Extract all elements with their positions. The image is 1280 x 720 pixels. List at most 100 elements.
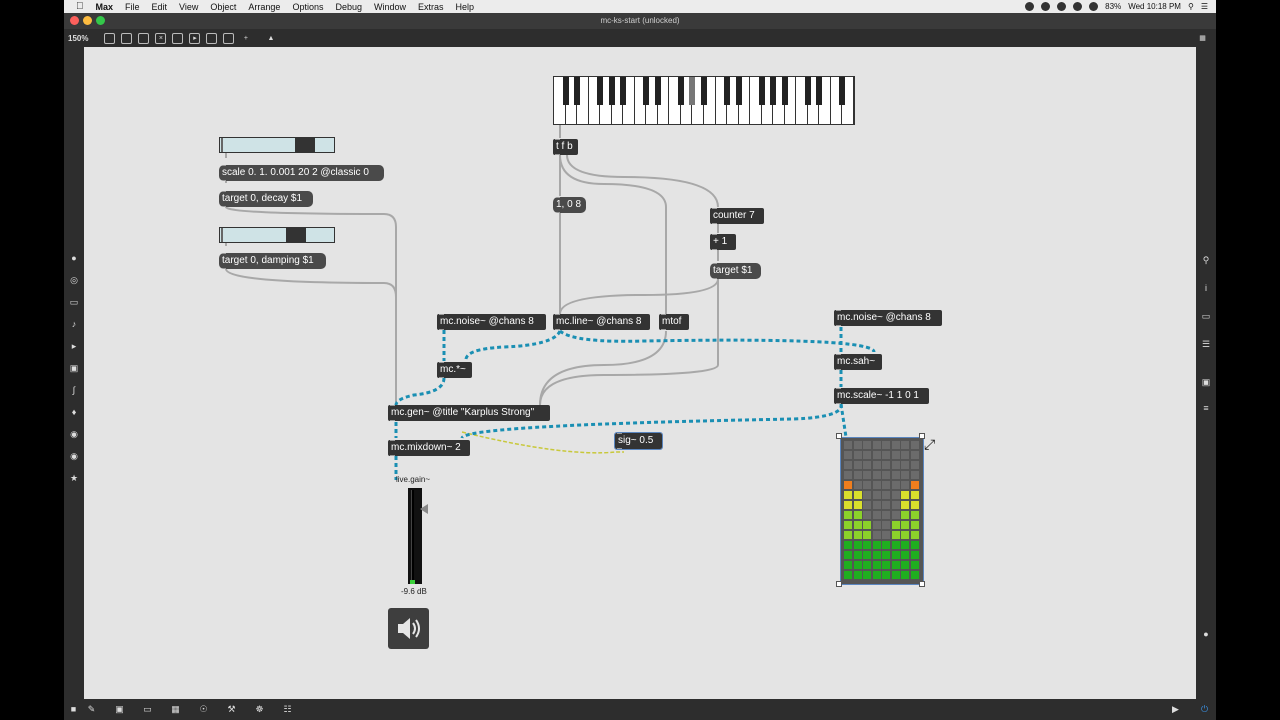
paperclip-icon[interactable]: ∫: [72, 385, 76, 395]
paint-bucket-icon[interactable]: ▲: [267, 34, 275, 42]
clock-icon[interactable]: [223, 32, 235, 44]
keyboard-slider[interactable]: [553, 76, 855, 125]
black-key[interactable]: [839, 77, 846, 105]
black-key[interactable]: [724, 77, 731, 105]
close-icon[interactable]: [70, 16, 79, 25]
clock[interactable]: Wed 10:18 PM: [1128, 2, 1181, 11]
notification-icon[interactable]: ☰: [1200, 2, 1208, 11]
damping-slider[interactable]: [219, 227, 335, 243]
menu-help[interactable]: Help: [448, 1, 475, 12]
white-key[interactable]: [704, 77, 716, 124]
white-key[interactable]: [577, 77, 589, 124]
menu-max[interactable]: Max: [88, 1, 114, 12]
decay-message[interactable]: target 0, decay $1: [219, 191, 313, 207]
black-key[interactable]: [816, 77, 823, 105]
menu-file[interactable]: File: [117, 1, 140, 12]
white-key[interactable]: [658, 77, 670, 124]
search-icon[interactable]: ⚲: [1187, 2, 1194, 11]
menu-arrange[interactable]: Arrange: [240, 1, 280, 12]
playlist-icon[interactable]: ▸: [71, 341, 77, 351]
black-key[interactable]: [677, 77, 684, 105]
keyboard-icon[interactable]: ☸: [255, 704, 264, 714]
zoom-level[interactable]: 150%: [68, 33, 89, 43]
black-key[interactable]: [758, 77, 765, 105]
clear-icon[interactable]: ×: [155, 32, 167, 44]
add-icon[interactable]: +: [243, 34, 249, 42]
apple-menu-icon[interactable]: : [64, 1, 90, 12]
edit-icon[interactable]: ✎: [87, 704, 96, 714]
ezdac-button[interactable]: [388, 608, 429, 649]
black-key[interactable]: [643, 77, 650, 105]
black-key[interactable]: [608, 77, 615, 105]
black-key[interactable]: [574, 77, 581, 105]
slider-knob[interactable]: [286, 228, 306, 242]
mc-scale-object[interactable]: mc.scale~ -1 1 0 1: [834, 388, 929, 404]
black-key[interactable]: [781, 77, 788, 105]
white-key[interactable]: [623, 77, 635, 124]
multislider-meter[interactable]: [840, 437, 924, 585]
black-key[interactable]: [562, 77, 569, 105]
white-key[interactable]: [819, 77, 831, 124]
sig-object[interactable]: sig~ 0.5: [614, 432, 663, 450]
zoom-icon[interactable]: [96, 16, 105, 25]
mc-noise-object[interactable]: mc.noise~ @chans 8: [437, 314, 546, 330]
status-icon[interactable]: [1073, 2, 1083, 11]
patcher-canvas[interactable]: scale 0. 1. 0.001 20 2 @classic 0 target…: [84, 47, 1196, 699]
black-key[interactable]: [735, 77, 742, 105]
slider-knob[interactable]: [295, 138, 315, 152]
mixer-icon[interactable]: ≡: [1203, 403, 1209, 413]
objects-icon[interactable]: ●: [71, 253, 77, 263]
vizzie-icon[interactable]: ◉: [70, 429, 78, 439]
beap-icon[interactable]: ◉: [70, 451, 78, 461]
mc-line-object[interactable]: mc.line~ @chans 8: [553, 314, 650, 330]
puzzle-icon[interactable]: ♦: [71, 407, 77, 417]
damping-message[interactable]: target 0, damping $1: [219, 253, 326, 269]
wrench-icon[interactable]: ⚒: [227, 704, 236, 714]
mixer-icon[interactable]: ☷: [283, 704, 292, 714]
menu-object[interactable]: Object: [202, 1, 236, 12]
target-icon[interactable]: [172, 32, 184, 44]
menu-debug[interactable]: Debug: [327, 1, 362, 12]
white-key[interactable]: [842, 77, 854, 124]
comment-icon[interactable]: ▣: [115, 704, 124, 714]
status-icon[interactable]: [1041, 2, 1051, 11]
black-key[interactable]: [689, 77, 696, 105]
counter-object[interactable]: counter 7: [710, 208, 764, 224]
white-key[interactable]: [739, 77, 751, 124]
status-icon[interactable]: [1025, 2, 1035, 11]
plus-object[interactable]: + 1: [710, 234, 736, 250]
white-key[interactable]: [785, 77, 797, 124]
media-icon[interactable]: ◎: [70, 275, 78, 285]
mc-times-object[interactable]: mc.*~: [437, 362, 472, 378]
battery-percent[interactable]: 83%: [1105, 2, 1122, 11]
comment-icon[interactable]: [138, 32, 150, 44]
black-key[interactable]: [654, 77, 661, 105]
music-icon[interactable]: ♪: [71, 319, 77, 329]
menu-view[interactable]: View: [171, 1, 198, 12]
menu-options[interactable]: Options: [284, 1, 323, 12]
minimize-icon[interactable]: [83, 16, 92, 25]
mc-sah-object[interactable]: mc.sah~: [834, 354, 882, 370]
search-icon[interactable]: ⚲: [1202, 255, 1210, 265]
black-key[interactable]: [804, 77, 811, 105]
grid-icon[interactable]: [206, 32, 218, 44]
wifi-icon[interactable]: [1089, 2, 1099, 11]
mc-mixdown-object[interactable]: mc.mixdown~ 2: [388, 440, 470, 456]
list-message[interactable]: 1, 0 8: [553, 197, 586, 213]
mc-gen-object[interactable]: mc.gen~ @title "Karplus Strong": [388, 405, 550, 421]
reference-icon[interactable]: ▭: [1201, 311, 1211, 321]
new-view-icon[interactable]: [121, 32, 133, 44]
console-icon[interactable]: ☰: [1201, 339, 1211, 349]
mc-noise-object[interactable]: mc.noise~ @chans 8: [834, 310, 942, 326]
grid-icon[interactable]: ▦: [171, 704, 180, 714]
scale-message[interactable]: scale 0. 1. 0.001 20 2 @classic 0: [219, 165, 384, 181]
target-message[interactable]: target $1: [710, 263, 761, 279]
status-icon[interactable]: [1057, 2, 1067, 11]
black-key[interactable]: [770, 77, 777, 105]
menu-window[interactable]: Window: [366, 1, 406, 12]
grid-view-icon[interactable]: ▦: [1199, 35, 1206, 42]
menu-edit[interactable]: Edit: [144, 1, 168, 12]
black-key[interactable]: [620, 77, 627, 105]
lock-icon[interactable]: ■: [70, 704, 77, 714]
presentation-icon[interactable]: [104, 32, 116, 44]
